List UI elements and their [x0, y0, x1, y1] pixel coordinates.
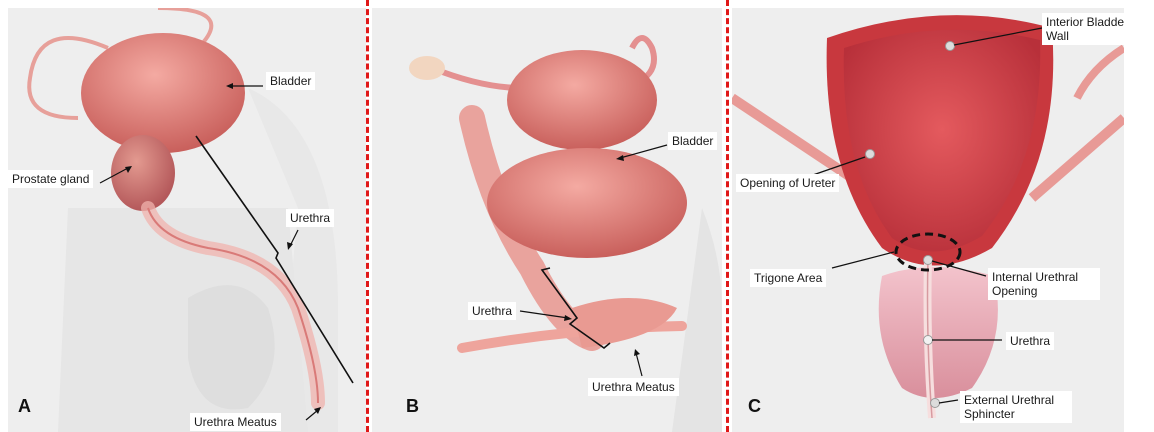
panel-c: Interior Bladder Wall Opening of Ureter … — [732, 8, 1124, 432]
panel-letter-a: A — [18, 396, 31, 417]
label-urethra: Urethra — [1006, 332, 1054, 350]
prostate-shape — [111, 135, 175, 211]
label-trigone-area: Trigone Area — [750, 269, 826, 287]
panel-letter-c: C — [748, 396, 761, 417]
separator-line-2 — [726, 0, 729, 432]
panel-letter-b: B — [406, 396, 419, 417]
label-bladder: Bladder — [668, 132, 717, 150]
label-internal-urethral-opening-line1: Internal Urethral — [992, 270, 1078, 284]
separator-line-1 — [366, 0, 369, 432]
uterus-shape — [507, 50, 657, 150]
label-opening-of-ureter: Opening of Ureter — [736, 174, 839, 192]
label-urethra-meatus: Urethra Meatus — [190, 413, 281, 431]
label-internal-urethral-opening-line2: Opening — [992, 284, 1037, 298]
bladder-shape — [487, 148, 687, 258]
label-urethra: Urethra — [468, 302, 516, 320]
label-interior-bladder-wall-line2: Wall — [1046, 29, 1069, 43]
bladder-interior-illustration — [732, 8, 1124, 432]
label-interior-bladder-wall: Interior Bladder Wall — [1042, 13, 1124, 45]
label-internal-urethral-opening: Internal Urethral Opening — [988, 268, 1100, 300]
label-bladder: Bladder — [266, 72, 315, 90]
label-urethra-meatus: Urethra Meatus — [588, 378, 679, 396]
label-external-urethral-sphincter-line2: Sphincter — [964, 407, 1015, 421]
female-anatomy-illustration — [372, 8, 722, 432]
panel-b: Bladder Urethra Urethra Meatus B — [372, 8, 722, 432]
label-urethra: Urethra — [286, 209, 334, 227]
label-prostate-gland: Prostate gland — [8, 170, 93, 188]
panel-a: Bladder Prostate gland Urethra Urethra M… — [8, 8, 366, 432]
bladder-shape — [81, 33, 245, 153]
label-external-urethral-sphincter: External Urethral Sphincter — [960, 391, 1072, 423]
label-external-urethral-sphincter-line1: External Urethral — [964, 393, 1054, 407]
label-interior-bladder-wall-line1: Interior Bladder — [1046, 15, 1124, 29]
